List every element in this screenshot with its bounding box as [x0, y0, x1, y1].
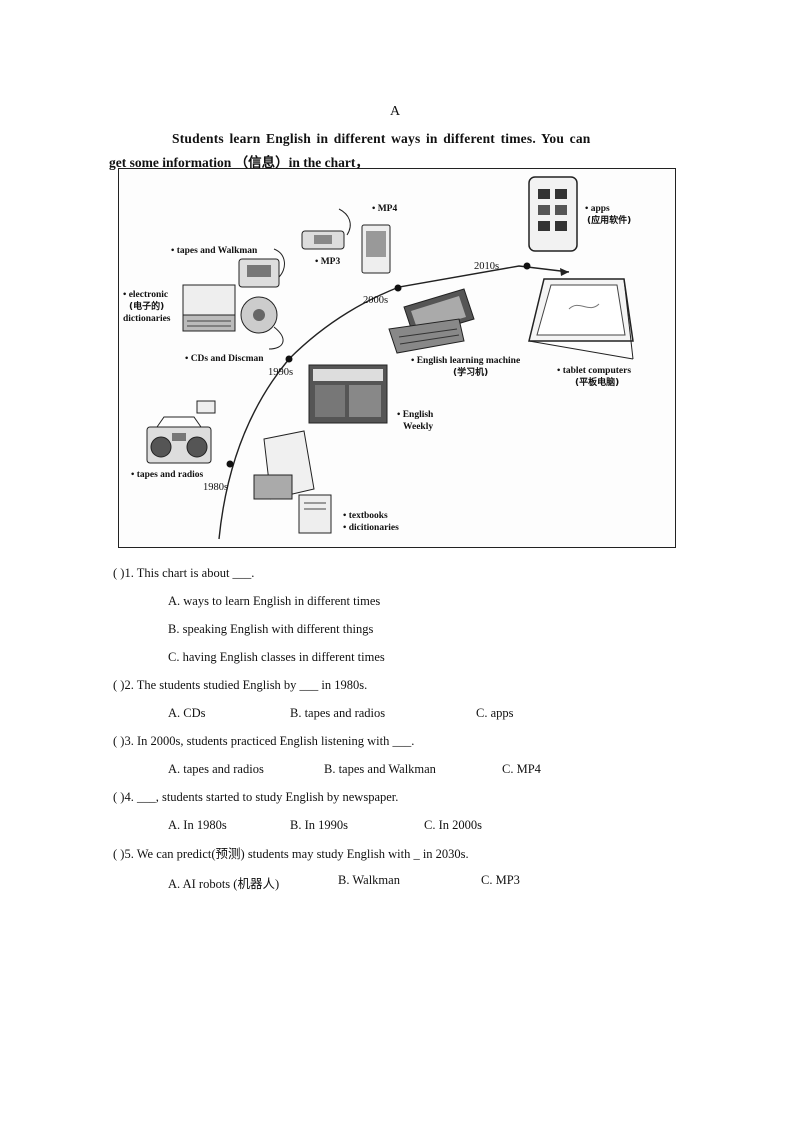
q3-option-b: B. tapes and Walkman: [324, 762, 436, 776]
label-learning-machine: • English learning machine: [411, 356, 521, 366]
learning-machine-illustration: [388, 288, 475, 354]
dot-2010s: [523, 262, 531, 270]
label-textbooks: • textbooks: [343, 511, 388, 521]
mp3-mp4-illustration: [301, 208, 391, 274]
tablet-illustration: [528, 278, 634, 360]
q5-option-b: B. Walkman: [338, 873, 400, 887]
year-label-1990s: 1990s: [268, 367, 294, 378]
q2-option-a: A. CDs: [168, 706, 206, 720]
q4-option-b: B. In 1990s: [290, 818, 348, 832]
label-apps: • apps: [585, 204, 610, 214]
q2-option-b: B. tapes and radios: [290, 706, 386, 720]
q4-option-a: A. In 1980s: [168, 818, 227, 832]
timeline-chart: 1980s 1990s 2000s 2010s • MP4 • MP3 • ta…: [118, 168, 676, 548]
dot-1990s: [285, 355, 293, 363]
label-tablet-cjk: (平板电脑): [575, 378, 620, 388]
label-electronic: • electronic: [123, 290, 169, 300]
q5-option-c: C. MP3: [481, 873, 520, 887]
question-3: ( )3. In 2000s, students practiced Engli…: [113, 734, 415, 748]
walkman-illustration: [238, 248, 285, 288]
intro-line-2: get some information （信息）in the chart，: [109, 155, 369, 170]
intro-line-1: Students learn English in different ways…: [172, 131, 591, 146]
label-weekly: Weekly: [403, 422, 434, 432]
question-4: ( )4. ___, students started to study Eng…: [113, 790, 399, 804]
textbooks-illustration: [253, 430, 332, 534]
label-dictionaries-electronic: dictionaries: [123, 314, 171, 324]
year-label-2000s: 2000s: [363, 295, 389, 306]
label-dictionaries: • dicitionaries: [343, 523, 399, 533]
phone-apps-illustration: [528, 176, 578, 252]
question-1: ( )1. This chart is about ___.: [113, 566, 255, 580]
q3-option-a: A. tapes and radios: [168, 762, 264, 776]
newspaper-illustration: [308, 364, 388, 424]
q3-option-c: C. MP4: [502, 762, 541, 776]
label-english-weekly: • English: [397, 410, 434, 420]
q4-option-c: C. In 2000s: [424, 818, 482, 832]
label-electronic-cjk: (电子的): [129, 302, 165, 312]
q1-option-b: B. speaking English with different thing…: [168, 622, 374, 636]
label-mp3: • MP3: [315, 257, 341, 267]
label-mp4: • MP4: [372, 204, 398, 214]
question-2: ( )2. The students studied English by __…: [113, 678, 368, 692]
electronic-dictionary-illustration: [182, 284, 236, 332]
q5-option-a: A. AI robots (机器人): [168, 877, 280, 891]
year-label-1980s: 1980s: [203, 482, 229, 493]
dot-1980s: [226, 460, 234, 468]
q2-option-c: C. apps: [476, 706, 514, 720]
radio-illustration: [146, 400, 216, 464]
dot-2000s: [394, 284, 402, 292]
label-tapes-radios: • tapes and radios: [131, 470, 204, 480]
year-label-2010s: 2010s: [474, 261, 500, 272]
timeline-arrowhead: [560, 268, 569, 276]
label-tablet: • tablet computers: [557, 366, 632, 376]
label-apps-cjk: (应用软件): [587, 216, 632, 226]
section-heading: A: [390, 104, 401, 119]
q1-option-c: C. having English classes in different t…: [168, 650, 385, 664]
timeline-drawing: [146, 176, 634, 540]
discman-illustration: [240, 296, 284, 350]
label-learning-machine-cjk: (学习机): [453, 368, 489, 378]
q1-option-a: A. ways to learn English in different ti…: [168, 594, 381, 608]
label-tapes-walkman: • tapes and Walkman: [171, 246, 258, 256]
question-5: ( )5. We can predict(预测) students may st…: [113, 847, 469, 861]
label-cds-discman: • CDs and Discman: [185, 354, 264, 364]
